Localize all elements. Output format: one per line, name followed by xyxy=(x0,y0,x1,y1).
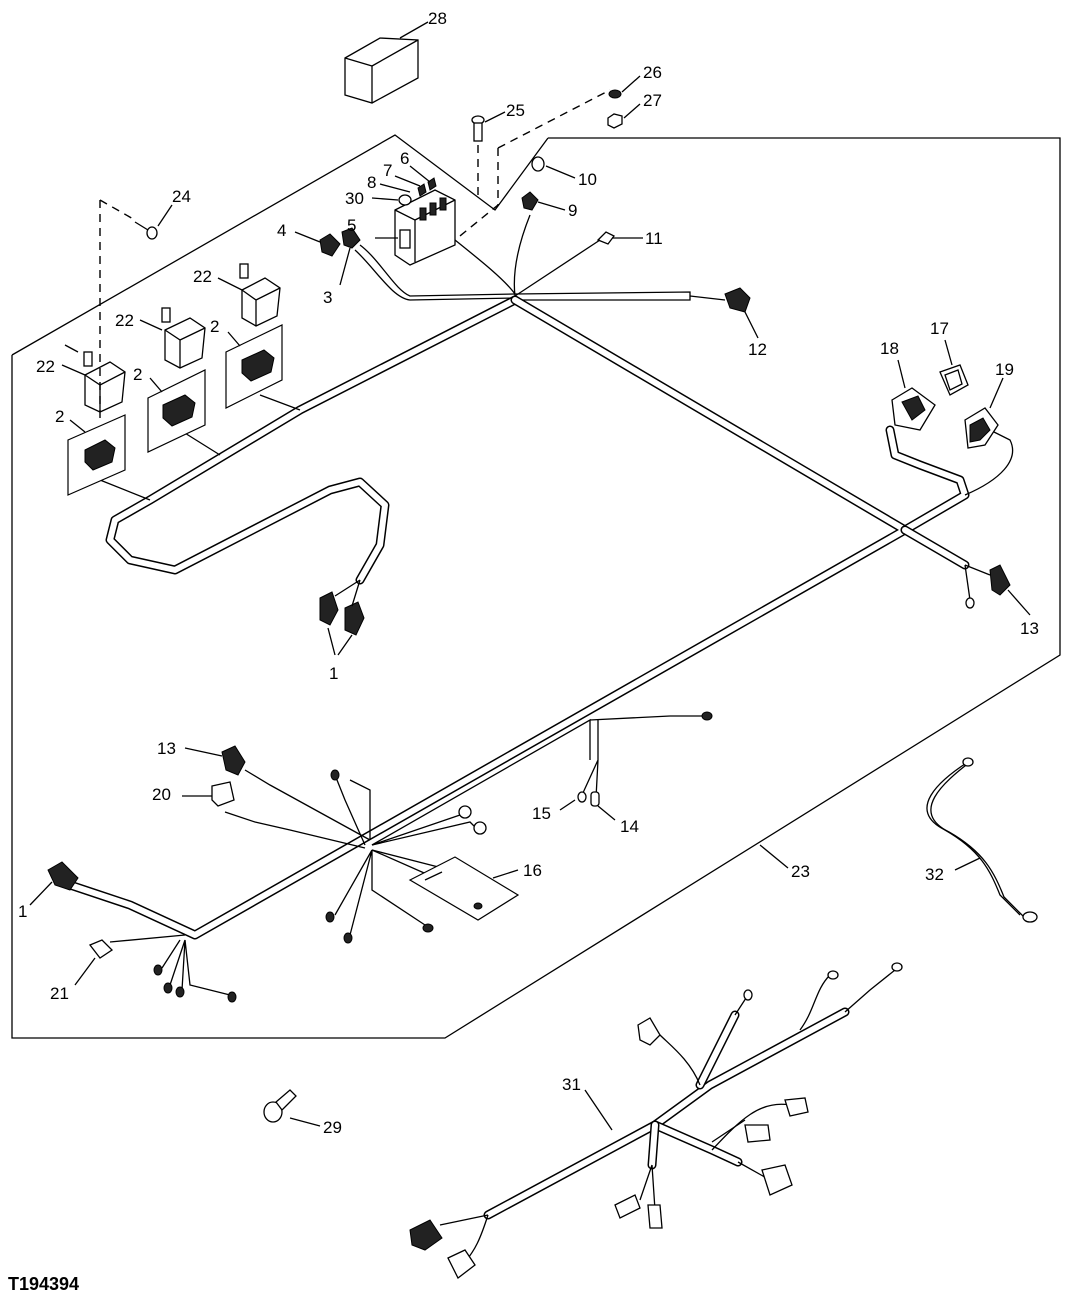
callout-2b: 2 xyxy=(133,365,142,384)
part-18-housing xyxy=(891,387,936,431)
relay-22-a xyxy=(83,351,126,413)
callout-24: 24 xyxy=(172,187,191,206)
callout-29: 29 xyxy=(323,1118,342,1137)
part-5-fuse-block xyxy=(394,189,456,266)
callout-10: 10 xyxy=(578,170,597,189)
part-21-connector xyxy=(88,939,114,959)
callout-19: 19 xyxy=(995,360,1014,379)
callout-7: 7 xyxy=(383,161,392,180)
socket-2-a xyxy=(67,414,126,496)
callout-18: 18 xyxy=(880,339,899,358)
relay-22-c xyxy=(239,263,281,327)
figure-id: T194394 xyxy=(8,1274,79,1294)
callout-12: 12 xyxy=(748,340,767,359)
part-28-block xyxy=(344,37,419,104)
callout-11: 11 xyxy=(645,229,663,248)
callout-14: 14 xyxy=(620,817,639,836)
callout-2a: 2 xyxy=(55,407,64,426)
callout-27: 27 xyxy=(643,91,662,110)
part-1-connector-lower xyxy=(47,861,79,891)
callout-17: 17 xyxy=(930,319,949,338)
socket-2-b xyxy=(147,369,206,453)
part-31-harness xyxy=(439,969,896,1263)
callout-21: 21 xyxy=(50,984,69,1003)
callout-4: 4 xyxy=(277,221,286,240)
callout-2c: 2 xyxy=(210,317,219,336)
part-4-connector xyxy=(319,233,341,257)
callout-1-lower: 1 xyxy=(18,902,27,921)
lower-harness-branches xyxy=(109,715,710,996)
callout-26: 26 xyxy=(643,63,662,82)
callout-3: 3 xyxy=(323,288,332,307)
part-14-terminal xyxy=(590,791,600,807)
relay-22-b xyxy=(161,307,206,369)
part-20-connector xyxy=(211,781,235,807)
callout-5: 5 xyxy=(347,216,356,235)
callout-28: 28 xyxy=(428,9,447,28)
part-3-connector xyxy=(341,227,361,249)
callout-16: 16 xyxy=(523,861,542,880)
platform-outline xyxy=(11,134,1061,1039)
part-10-grommet xyxy=(531,156,545,172)
part-16-box xyxy=(408,856,520,921)
callout-22a: 22 xyxy=(193,267,212,286)
callout-13-left: 13 xyxy=(157,739,176,758)
callout-6: 6 xyxy=(400,149,409,168)
socket-2-c xyxy=(225,324,283,409)
part-27-nut xyxy=(607,113,623,129)
callout-20: 20 xyxy=(152,785,171,804)
part-11-terminal xyxy=(596,231,615,245)
callout-32: 32 xyxy=(925,865,944,884)
part-29-clamp xyxy=(263,1089,297,1123)
part-26-washer xyxy=(608,89,622,99)
callout-8: 8 xyxy=(367,173,376,192)
part-13-connector-left xyxy=(221,745,246,776)
top-harness xyxy=(354,214,751,313)
part-9-connector xyxy=(521,191,539,211)
main-harness xyxy=(65,295,1014,940)
part-12-connector xyxy=(724,287,751,313)
callout-15: 15 xyxy=(532,804,551,823)
part-1-connectors-upper xyxy=(319,579,365,636)
callout-25: 25 xyxy=(506,101,525,120)
part-24-screw xyxy=(134,221,158,240)
part-13-connector-right xyxy=(989,564,1011,596)
callout-9: 9 xyxy=(568,201,577,220)
part-19-switch xyxy=(964,407,999,449)
callout-23: 23 xyxy=(791,862,810,881)
part-32-ground-cable xyxy=(926,757,1038,923)
callout-22c: 22 xyxy=(36,357,55,376)
callout-30: 30 xyxy=(345,189,364,208)
callout-31: 31 xyxy=(562,1075,581,1094)
callout-1-upper: 1 xyxy=(329,664,338,683)
part-25-bolt xyxy=(471,115,485,142)
callout-22b: 22 xyxy=(115,311,134,330)
part-17-bezel xyxy=(939,364,969,396)
callout-13-right: 13 xyxy=(1020,619,1039,638)
